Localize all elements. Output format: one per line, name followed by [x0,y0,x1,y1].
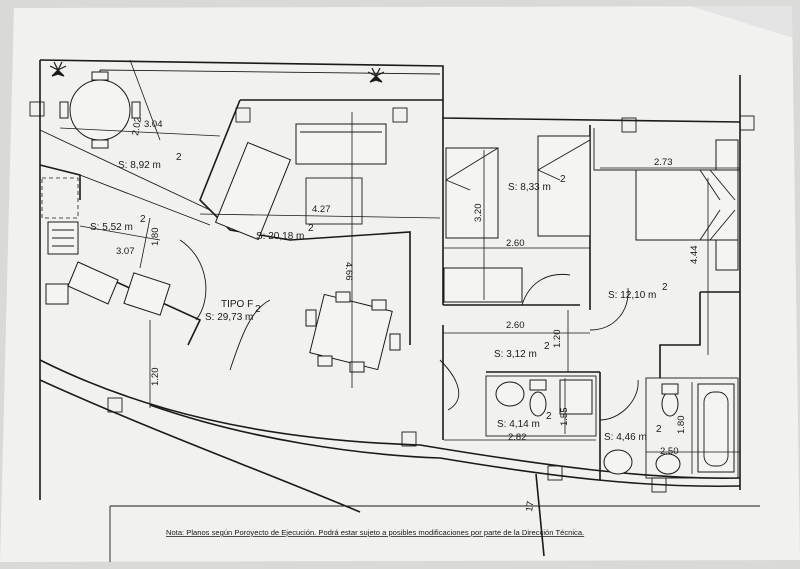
column [401,431,417,447]
fridge [123,272,171,316]
unit-total-area-label: S: 29,73 m [205,312,253,323]
bathroom-2 [599,372,740,480]
washbasin-icon [495,381,525,407]
svg-text:2: 2 [656,424,662,435]
master-depth-dim: 4.44 [689,246,700,265]
washer-icon [45,283,69,305]
chair [91,139,109,149]
chair [349,361,365,373]
chair [59,101,69,119]
bed [537,135,591,237]
column [392,107,408,123]
terrace [39,59,385,226]
bath-1-depth-dim: 1.55 [559,408,570,427]
living-depth-dim: 4.66 [343,262,354,281]
toilet-tank [661,383,679,395]
bedroom-small-area-label: S: 8,33 m [508,182,551,193]
bathroom-1 [444,375,597,441]
bath-2-area-label: S: 4,46 m [604,432,647,443]
column [29,101,45,117]
wardrobe [443,267,523,303]
chair [335,291,351,303]
bath-1-width-dim: 2.82 [508,432,527,443]
chair [389,333,401,351]
sofa [214,141,292,241]
chair [91,71,109,81]
svg-text:2: 2 [255,304,261,315]
kitchen-width-dim: 1.80 [150,228,161,247]
column [621,117,637,133]
kitchen-area-label: S: 5,52 m [90,222,133,233]
bath-2-depth-dim: 1.80 [676,416,687,435]
bedroom-small-depth-dim: 3.20 [473,204,484,223]
hall-area-label: S: 3,12 m [494,349,537,360]
terrace-depth-dim: 2.02 [130,116,144,136]
nightstand [715,139,739,171]
hall-width-dim: 2.60 [506,320,525,331]
toilet-tank [529,379,547,391]
bath-1-area-label: S: 4,14 m [497,419,540,430]
living-room [149,99,441,408]
bed [445,147,499,239]
double-bed [635,169,739,241]
bidet-icon [655,453,681,475]
nightstand [715,239,739,271]
chair [131,101,141,119]
bedroom-small-width-dim: 2.60 [506,238,525,249]
master-width-dim: 2.73 [654,157,673,168]
unit-type-label: TIPO F [221,299,253,310]
kitchen [39,164,202,346]
column [235,107,251,123]
toilet-icon [661,391,679,417]
svg-text:2: 2 [560,174,566,185]
svg-text:2: 2 [546,411,552,422]
living-width-dim: 4.27 [312,204,331,215]
washbasin-icon [603,449,633,475]
sofa [295,123,387,165]
dining-table [309,293,393,371]
column [107,397,123,413]
bath-2-width-dim: 2.50 [660,446,679,457]
corridor-width-dim: 1.20 [150,368,161,387]
coffee-table [305,177,363,225]
svg-text:2: 2 [662,282,668,293]
section-line [535,473,545,557]
terrace-area-label: S: 8,92 m [118,160,161,171]
bathtub-icon [697,383,735,473]
terrace-width-dim: 3.04 [144,119,163,130]
hall [439,310,600,440]
column [547,465,563,481]
plant-icon [49,61,67,77]
paper-shadow [600,0,800,40]
svg-text:2: 2 [176,152,182,163]
svg-text:2: 2 [308,223,314,234]
living-area-label: S: 20,18 m [256,231,304,242]
svg-text:2: 2 [544,341,550,352]
chair [305,309,317,327]
hall-depth-dim: 1.20 [552,330,563,349]
toilet-icon [529,391,547,417]
chair [371,299,387,311]
sink-icon [67,261,119,305]
bedroom-master [589,128,740,378]
footer-note: Nota: Planos según Poroyecto de Ejecució… [166,528,584,537]
column [739,115,755,131]
plant-icon [367,67,385,83]
bedroom-small [442,118,591,310]
kitchen-length-dim: 3.07 [116,246,135,257]
svg-text:2: 2 [140,214,146,225]
chair [317,355,333,367]
bedroom-master-area-label: S: 12,10 m [608,290,656,301]
